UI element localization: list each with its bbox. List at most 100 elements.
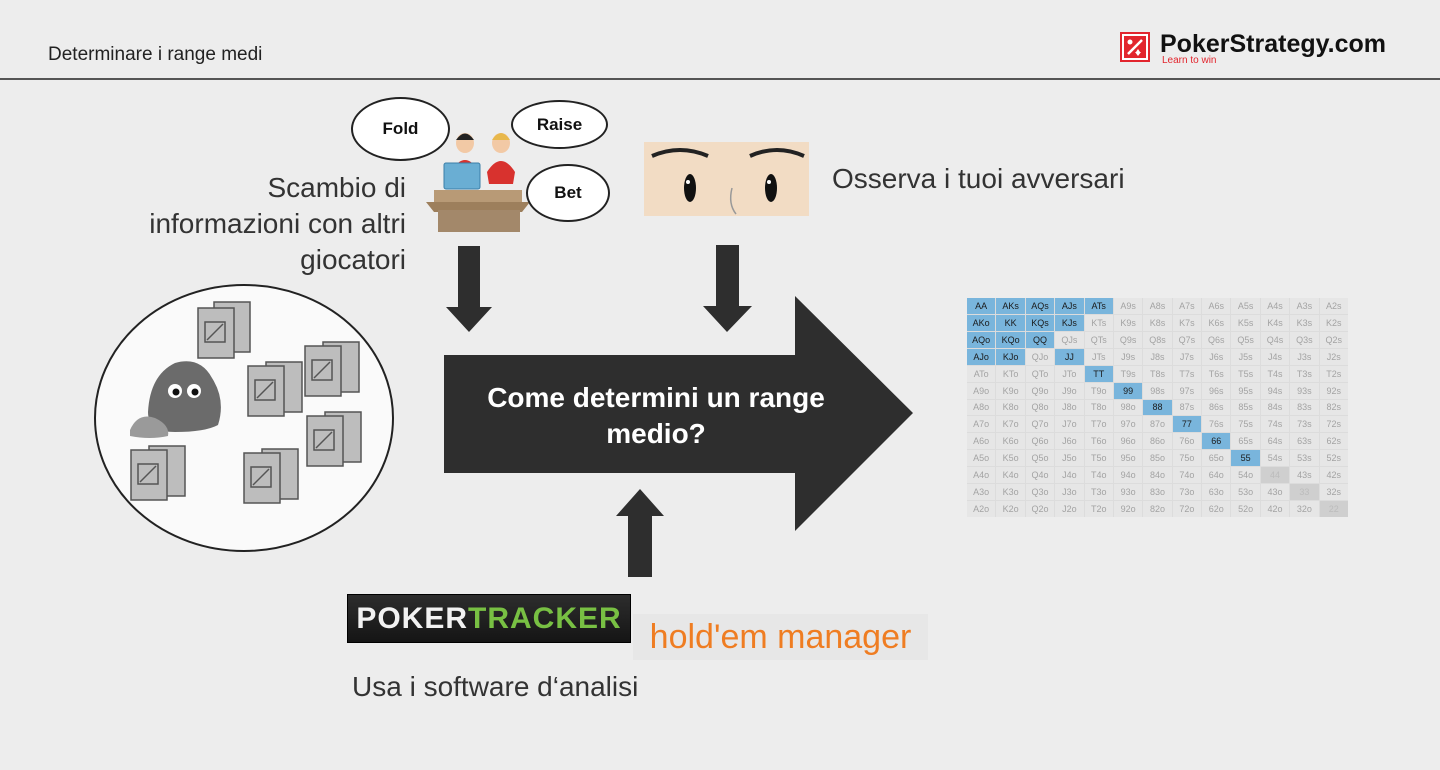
matrix-cell: J7o bbox=[1055, 416, 1084, 433]
matrix-cell: JTs bbox=[1084, 348, 1113, 365]
matrix-cell: 82o bbox=[1143, 501, 1172, 517]
matrix-cell: 82s bbox=[1319, 399, 1348, 416]
matrix-cell: K9o bbox=[996, 382, 1025, 399]
matrix-cell: T9o bbox=[1084, 382, 1113, 399]
speech-bubble-raise: Raise bbox=[511, 100, 608, 149]
matrix-cell: AJo bbox=[967, 348, 996, 365]
matrix-cell: 53o bbox=[1231, 484, 1260, 501]
matrix-cell: 75s bbox=[1231, 416, 1260, 433]
matrix-cell: AJs bbox=[1055, 298, 1084, 314]
matrix-cell: T3s bbox=[1290, 365, 1319, 382]
matrix-cell: 42s bbox=[1319, 467, 1348, 484]
bubble-bet-label: Bet bbox=[554, 183, 582, 202]
players-at-desk-icon bbox=[426, 133, 530, 232]
matrix-cell: J3o bbox=[1055, 484, 1084, 501]
matrix-cell: 73s bbox=[1290, 416, 1319, 433]
matrix-cell: 22 bbox=[1319, 501, 1348, 517]
matrix-cell: T8s bbox=[1143, 365, 1172, 382]
matrix-cell: A3o bbox=[967, 484, 996, 501]
matrix-cell: QQ bbox=[1025, 331, 1055, 348]
matrix-cell: A9o bbox=[967, 382, 996, 399]
matrix-cell: KJo bbox=[996, 348, 1025, 365]
matrix-cell: T6o bbox=[1084, 433, 1113, 450]
matrix-cell: 86o bbox=[1143, 433, 1172, 450]
matrix-cell: 87s bbox=[1172, 399, 1202, 416]
matrix-cell: Q8s bbox=[1143, 331, 1172, 348]
matrix-cell: A5s bbox=[1231, 298, 1260, 314]
matrix-cell: Q7o bbox=[1025, 416, 1055, 433]
holdem-manager-logo[interactable]: hold'em manager bbox=[633, 614, 928, 660]
matrix-cell: 53s bbox=[1290, 450, 1319, 467]
matrix-cell: K5o bbox=[996, 450, 1025, 467]
matrix-cell: K7o bbox=[996, 416, 1025, 433]
observe-opponents-text: Osserva i tuoi avversari bbox=[832, 163, 1125, 194]
matrix-cell: K6s bbox=[1202, 314, 1231, 331]
matrix-cell: 43s bbox=[1290, 467, 1319, 484]
exchange-info-text: Scambio di informazioni con altri giocat… bbox=[149, 172, 406, 275]
matrix-cell: KK bbox=[996, 314, 1025, 331]
matrix-cell: JJ bbox=[1055, 348, 1084, 365]
speech-bubble-fold: Fold bbox=[351, 97, 450, 161]
card-stack-icon bbox=[130, 301, 362, 504]
speech-bubble-bet: Bet bbox=[526, 164, 610, 222]
matrix-cell: 33 bbox=[1290, 484, 1319, 501]
matrix-cell: 52o bbox=[1231, 501, 1260, 517]
matrix-cell: 83o bbox=[1143, 484, 1172, 501]
matrix-cell: 62o bbox=[1202, 501, 1231, 517]
matrix-cell: 99 bbox=[1113, 382, 1143, 399]
matrix-cell: K7s bbox=[1172, 314, 1202, 331]
matrix-cell: T3o bbox=[1084, 484, 1113, 501]
matrix-cell: 87o bbox=[1143, 416, 1172, 433]
matrix-cell: K9s bbox=[1113, 314, 1143, 331]
matrix-cell: Q4o bbox=[1025, 467, 1055, 484]
matrix-cell: Q2s bbox=[1319, 331, 1348, 348]
matrix-cell: T6s bbox=[1202, 365, 1231, 382]
matrix-cell: 44 bbox=[1260, 467, 1290, 484]
matrix-cell: Q7s bbox=[1172, 331, 1202, 348]
matrix-cell: 84s bbox=[1260, 399, 1290, 416]
matrix-cell: 65o bbox=[1202, 450, 1231, 467]
matrix-cell: K3s bbox=[1290, 314, 1319, 331]
matrix-cell: 74o bbox=[1172, 467, 1202, 484]
matrix-cell: 97o bbox=[1113, 416, 1143, 433]
matrix-cell: A4s bbox=[1260, 298, 1290, 314]
bubble-fold-label: Fold bbox=[382, 119, 419, 138]
matrix-cell: A9s bbox=[1113, 298, 1143, 314]
matrix-cell: K8o bbox=[996, 399, 1025, 416]
bubble-raise-label: Raise bbox=[536, 114, 583, 134]
matrix-cell: 62s bbox=[1319, 433, 1348, 450]
header-divider bbox=[0, 78, 1440, 80]
matrix-cell: T2s bbox=[1319, 365, 1348, 382]
matrix-cell: 73o bbox=[1172, 484, 1202, 501]
matrix-cell: J9s bbox=[1113, 348, 1143, 365]
matrix-cell: Q3o bbox=[1025, 484, 1055, 501]
matrix-cell: T7o bbox=[1084, 416, 1113, 433]
matrix-cell: QTo bbox=[1025, 365, 1055, 382]
matrix-cell: KTs bbox=[1084, 314, 1113, 331]
matrix-cell: 76s bbox=[1202, 416, 1231, 433]
matrix-cell: A4o bbox=[967, 467, 996, 484]
matrix-cell: 83s bbox=[1290, 399, 1319, 416]
matrix-cell: T4s bbox=[1260, 365, 1290, 382]
matrix-cell: A5o bbox=[967, 450, 996, 467]
matrix-cell: 96o bbox=[1113, 433, 1143, 450]
matrix-cell: 32s bbox=[1319, 484, 1348, 501]
pokerstrategy-logo[interactable]: PokerStrategy.com Learn to win bbox=[1120, 30, 1400, 70]
matrix-cell: Q5s bbox=[1231, 331, 1260, 348]
matrix-cell: 63s bbox=[1290, 433, 1319, 450]
matrix-cell: K8s bbox=[1143, 314, 1172, 331]
matrix-cell: 65s bbox=[1231, 433, 1260, 450]
matrix-cell: K4o bbox=[996, 467, 1025, 484]
pokertracker-poker-text: POKER bbox=[356, 601, 468, 635]
card-symbol-icon bbox=[137, 321, 335, 488]
pokerstrategy-logo-icon bbox=[1120, 32, 1150, 62]
matrix-cell: 97s bbox=[1172, 382, 1202, 399]
matrix-cell: KJs bbox=[1055, 314, 1084, 331]
matrix-cell: Q9o bbox=[1025, 382, 1055, 399]
page-title: Determinare i range medi bbox=[48, 44, 263, 65]
matrix-cell: J3s bbox=[1290, 348, 1319, 365]
matrix-cell: AQo bbox=[967, 331, 996, 348]
matrix-cell: 32o bbox=[1290, 501, 1319, 517]
